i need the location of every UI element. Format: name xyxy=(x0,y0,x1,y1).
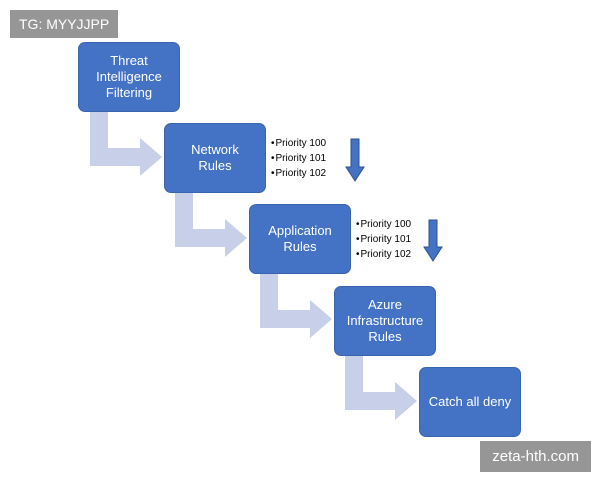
priority-item: Priority 100 xyxy=(271,136,327,151)
threat-intelligence-box: Threat Intelligence Filtering xyxy=(78,42,180,112)
priority-item: Priority 101 xyxy=(271,151,327,166)
priority-down-arrow-network xyxy=(345,138,365,182)
watermark-top-left: TG: MYYJJPP xyxy=(10,10,119,38)
priority-item: Priority 101 xyxy=(356,232,412,247)
application-rules-box: Application Rules xyxy=(249,204,351,274)
priority-down-arrow-application xyxy=(423,219,443,262)
watermark-bottom-right: zeta-hth.com xyxy=(480,441,591,472)
priority-item: Priority 102 xyxy=(271,166,327,181)
priority-item: Priority 100 xyxy=(356,217,412,232)
connector-arrow-3 xyxy=(260,274,332,338)
application-priority-list: Priority 100 Priority 101 Priority 102 xyxy=(356,217,412,262)
network-rules-box: Network Rules xyxy=(164,123,266,193)
connector-arrow-1 xyxy=(90,112,162,176)
connector-arrow-4 xyxy=(345,356,417,420)
azure-infrastructure-rules-box: Azure Infrastructure Rules xyxy=(334,286,436,356)
priority-item: Priority 102 xyxy=(356,247,412,262)
connector-arrow-2 xyxy=(175,193,247,257)
catch-all-deny-box: Catch all deny xyxy=(419,367,521,437)
network-priority-list: Priority 100 Priority 101 Priority 102 xyxy=(271,136,327,181)
